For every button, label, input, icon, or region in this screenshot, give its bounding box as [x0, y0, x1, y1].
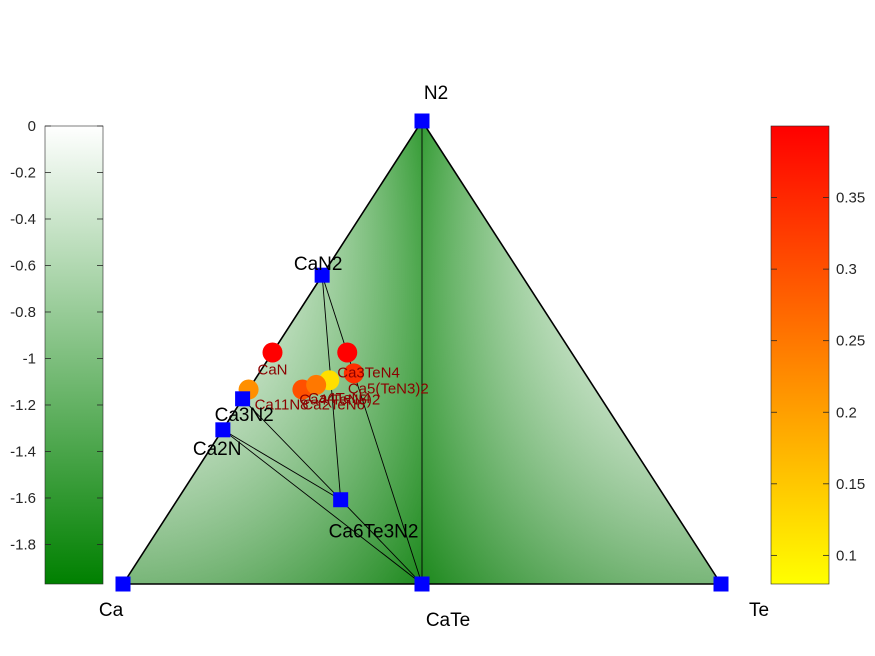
unstable-phase-label: Ca4TeN4	[308, 390, 371, 407]
unstable-phase-label: Ca2TeN6	[302, 397, 365, 414]
stable-phase-label: Ca	[99, 600, 124, 621]
unstable-phase-point	[337, 342, 358, 363]
fe-tick-label: -0.8	[10, 304, 36, 321]
fe-tick-label: -0.6	[10, 257, 36, 274]
stable-phase-label: Ca2N	[193, 439, 242, 460]
unstable-phase-point	[306, 374, 327, 395]
unstable-phase-label: Ca5(TeN3)2	[348, 380, 429, 397]
tie-line	[242, 398, 341, 501]
eh-tick-label: 0.2	[836, 404, 857, 421]
stable-phase-label: Ca6Te3N2	[329, 522, 419, 543]
unstable-phase-label: Ca11N8	[255, 397, 309, 414]
stable-phase-label: Te	[749, 600, 769, 621]
formation-energy-ticks: 0 -0.2 -0.4 -0.6 -0.8 -1 -1.2 -1.4 -1.6 -1.8	[10, 118, 103, 553]
fe-tick-label: 0	[28, 118, 36, 135]
fe-tick-label: -1	[23, 350, 36, 367]
stable-phase-label: Ca3N2	[215, 405, 274, 426]
unstable-phase-labels: CaN Ca3TeN4Ca5(TeN3)2Ca4(TeN5)2Ca2TeN6Ca4…	[255, 362, 429, 414]
stable-phase-marker	[713, 576, 729, 592]
eh-tick-label: 0.35	[836, 190, 865, 207]
fe-tick-label: -1.2	[10, 397, 36, 414]
unstable-phase-point	[343, 363, 364, 384]
eh-tick-label: 0.15	[836, 476, 865, 493]
tie-line	[340, 499, 423, 585]
stable-phase-marker	[414, 113, 430, 129]
eh-tick-label: 0.25	[836, 333, 865, 350]
unstable-phase-point	[262, 342, 283, 363]
e-above-hull-gradient-bar	[770, 125, 830, 585]
unstable-phase-label: Ca4(TeN5)2	[299, 391, 380, 408]
eh-tick-label: 0.3	[836, 261, 857, 278]
eh-tick-label: 0.1	[836, 547, 857, 564]
e-above-hull-ticks: 0.35 0.3 0.25 0.2 0.15 0.1	[771, 190, 865, 564]
stable-phase-marker	[115, 576, 131, 592]
stable-phase-marker	[414, 576, 430, 592]
stable-phase-marker	[333, 492, 349, 508]
formation-energy-colorbar: 0 -0.2 -0.4 -0.6 -0.8 -1 -1.2 -1.4 -1.6 -1.8	[10, 118, 104, 585]
stable-phase-marker	[215, 422, 231, 438]
stable-phase-marker	[235, 391, 251, 407]
unstable-phase-label: Ca3TeN4	[337, 365, 400, 382]
stable-phase-label: CaTe	[426, 610, 470, 631]
triangle-edge	[421, 120, 722, 585]
stable-phase-markers	[115, 113, 729, 592]
fe-tick-label: -0.4	[10, 211, 36, 228]
fe-tick-label: -1.4	[10, 443, 36, 460]
unstable-phase-label: CaN	[257, 362, 287, 379]
e-above-hull-colorbar: 0.35 0.3 0.25 0.2 0.15 0.1	[770, 125, 865, 585]
formation-energy-gradient-bar	[44, 125, 104, 585]
tie-line	[222, 429, 423, 585]
stable-phase-label: N2	[424, 83, 448, 104]
stable-phase-label: CaN2	[294, 254, 343, 275]
fe-tick-label: -1.6	[10, 490, 36, 507]
tie-line	[222, 429, 341, 501]
fe-tick-label: -0.2	[10, 164, 36, 181]
stable-phase-marker	[314, 267, 330, 283]
fe-tick-label: -1.8	[10, 536, 36, 553]
tie-line	[321, 275, 423, 585]
